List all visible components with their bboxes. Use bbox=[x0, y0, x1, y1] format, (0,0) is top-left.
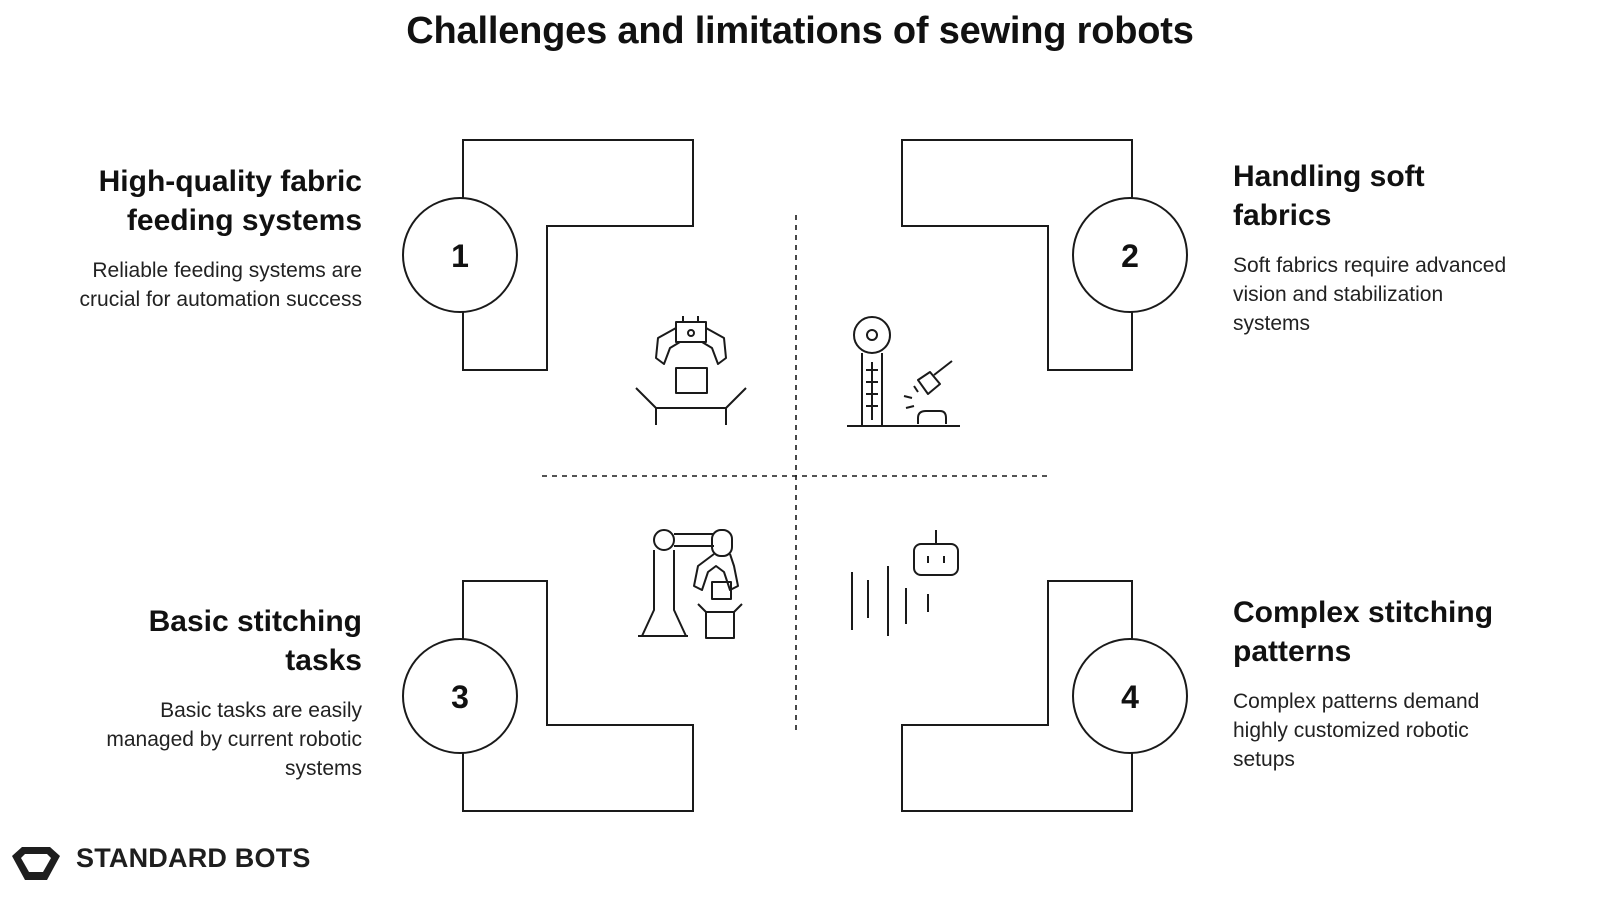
page-title: Challenges and limitations of sewing rob… bbox=[406, 10, 1194, 52]
frame-4 bbox=[901, 580, 1133, 812]
challenge-4: Complex stitching patterns Complex patte… bbox=[1233, 593, 1523, 774]
number-circle-1 bbox=[402, 197, 518, 313]
challenge-1-heading: High-quality fabric feeding systems bbox=[98, 165, 362, 237]
number-1: 1 bbox=[451, 238, 469, 274]
number-4: 4 bbox=[1121, 679, 1139, 715]
challenge-3-heading: Basic stitching tasks bbox=[148, 605, 362, 677]
number-circle-3 bbox=[402, 638, 518, 754]
frame-2 bbox=[901, 139, 1133, 371]
robot-gripper-icon bbox=[635, 316, 747, 425]
challenge-2-description: Soft fabrics require advanced vision and… bbox=[1233, 254, 1507, 335]
challenge-2: Handling soft fabrics Soft fabrics requi… bbox=[1233, 157, 1523, 338]
brand-name: STANDARD BOTS bbox=[76, 842, 311, 873]
challenge-4-description: Complex patterns demand highly customize… bbox=[1233, 690, 1480, 771]
challenge-3: Basic stitching tasks Basic tasks are ea… bbox=[72, 602, 362, 783]
vision-sensor-icon bbox=[847, 316, 960, 427]
robotic-arm-icon bbox=[638, 529, 743, 639]
frame-3 bbox=[462, 580, 694, 812]
challenge-3-description: Basic tasks are easily managed by curren… bbox=[106, 699, 362, 780]
challenge-1-description: Reliable feeding systems are crucial for… bbox=[79, 259, 362, 311]
frame-1 bbox=[462, 139, 694, 371]
number-circle-2 bbox=[1072, 197, 1188, 313]
standard-bots-logo-icon bbox=[12, 847, 60, 880]
brand-logo-mark-space bbox=[8, 838, 64, 878]
brand-logo: STANDARD BOTS bbox=[8, 838, 311, 878]
number-2: 2 bbox=[1121, 238, 1139, 274]
challenge-4-heading: Complex stitching patterns bbox=[1233, 596, 1494, 668]
robot-head-icon bbox=[851, 530, 959, 636]
challenge-1: High-quality fabric feeding systems Reli… bbox=[72, 162, 362, 314]
number-circle-4 bbox=[1072, 638, 1188, 754]
challenge-2-heading: Handling soft fabrics bbox=[1233, 160, 1425, 232]
number-3: 3 bbox=[451, 679, 469, 715]
